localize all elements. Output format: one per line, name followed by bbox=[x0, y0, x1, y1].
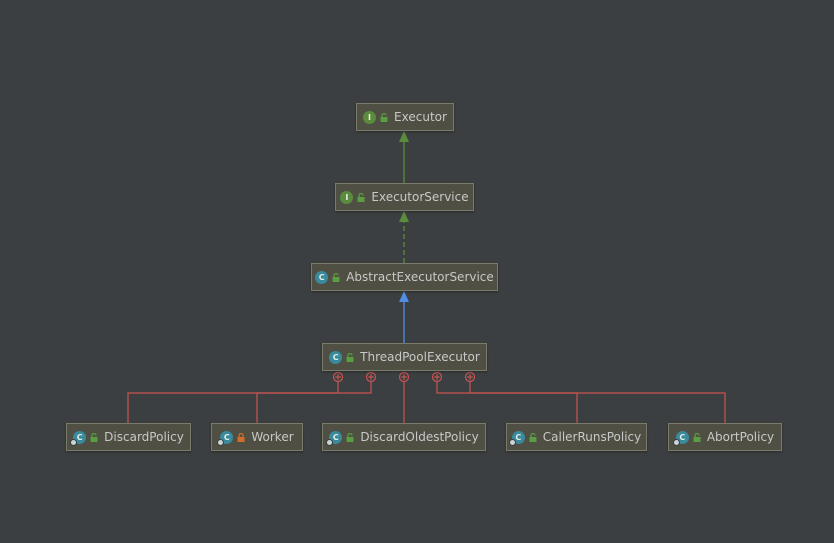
badge-letter: I bbox=[368, 112, 372, 122]
class-icon: C bbox=[326, 430, 343, 446]
private-lock-icon bbox=[237, 432, 245, 442]
class-icon: C bbox=[70, 430, 87, 446]
node-thread-pool-executor[interactable]: C ThreadPoolExecutor bbox=[322, 343, 487, 371]
inner-class-marker-icon bbox=[672, 438, 680, 446]
node-label: AbortPolicy bbox=[706, 430, 775, 444]
edge-inner-class-abort-policy bbox=[464, 371, 726, 423]
badge-letter: C bbox=[76, 432, 83, 442]
edge-line bbox=[469, 382, 726, 423]
edge-class-extends-thread-pool-executor bbox=[399, 291, 409, 343]
class-icon: C bbox=[217, 430, 234, 446]
node-worker[interactable]: C Worker bbox=[211, 423, 303, 451]
interface-icon: I bbox=[340, 190, 354, 204]
badge-letter: C bbox=[679, 432, 686, 442]
badge-letter: C bbox=[332, 432, 339, 442]
public-lock-icon bbox=[357, 192, 365, 202]
public-lock-icon bbox=[693, 432, 701, 442]
edge-inner-class-worker bbox=[256, 371, 377, 423]
inner-class-marker-icon bbox=[508, 438, 516, 446]
public-lock-icon bbox=[346, 352, 354, 362]
class-icon: C bbox=[672, 430, 689, 446]
public-lock-icon bbox=[380, 112, 388, 122]
node-executor[interactable]: I Executor bbox=[356, 103, 454, 131]
node-executor-service[interactable]: I ExecutorService bbox=[335, 183, 474, 211]
badge-letter: C bbox=[318, 272, 325, 282]
arrowhead bbox=[399, 211, 409, 222]
node-discard-policy[interactable]: C DiscardPolicy bbox=[66, 423, 191, 451]
edge-line bbox=[127, 382, 339, 423]
public-lock-icon bbox=[346, 432, 354, 442]
badge-letter: C bbox=[332, 352, 339, 362]
node-label: ExecutorService bbox=[371, 190, 469, 204]
edge-line bbox=[256, 382, 372, 423]
public-lock-icon bbox=[529, 432, 537, 442]
node-label: AbstractExecutorService bbox=[346, 270, 494, 284]
arrowhead bbox=[399, 131, 409, 142]
node-caller-runs-policy[interactable]: C CallerRunsPolicy bbox=[506, 423, 647, 451]
inner-class-marker-icon bbox=[217, 438, 225, 446]
edge-line bbox=[436, 382, 578, 423]
node-label: DiscardOldestPolicy bbox=[360, 430, 479, 444]
interface-icon: I bbox=[363, 110, 377, 124]
edge-implements-abstract-executor-service bbox=[399, 211, 409, 263]
badge-letter: C bbox=[515, 432, 522, 442]
node-label: CallerRunsPolicy bbox=[542, 430, 642, 444]
inner-class-marker-icon bbox=[326, 438, 334, 446]
node-label: DiscardPolicy bbox=[104, 430, 184, 444]
node-label: Executor bbox=[394, 110, 447, 124]
edge-extends-executor-service bbox=[399, 131, 409, 183]
node-label: Worker bbox=[251, 430, 294, 444]
edge-inner-class-discard-policy bbox=[127, 371, 344, 423]
node-abort-policy[interactable]: C AbortPolicy bbox=[668, 423, 782, 451]
node-abstract-executor-service[interactable]: C AbstractExecutorService bbox=[311, 263, 498, 291]
badge-letter: I bbox=[345, 192, 349, 202]
class-icon: C bbox=[315, 270, 329, 284]
inner-class-marker-icon bbox=[70, 438, 78, 446]
badge-letter: C bbox=[223, 432, 230, 442]
edge-inner-class-discard-oldest-policy bbox=[398, 371, 410, 423]
public-lock-icon bbox=[90, 432, 98, 442]
class-icon: C bbox=[329, 350, 343, 364]
arrowhead bbox=[399, 291, 409, 302]
class-icon: C bbox=[508, 430, 525, 446]
node-label: ThreadPoolExecutor bbox=[360, 350, 480, 364]
node-discard-oldest-policy[interactable]: C DiscardOldestPolicy bbox=[322, 423, 486, 451]
public-lock-icon bbox=[332, 272, 340, 282]
edge-inner-class-caller-runs-policy bbox=[431, 371, 578, 423]
